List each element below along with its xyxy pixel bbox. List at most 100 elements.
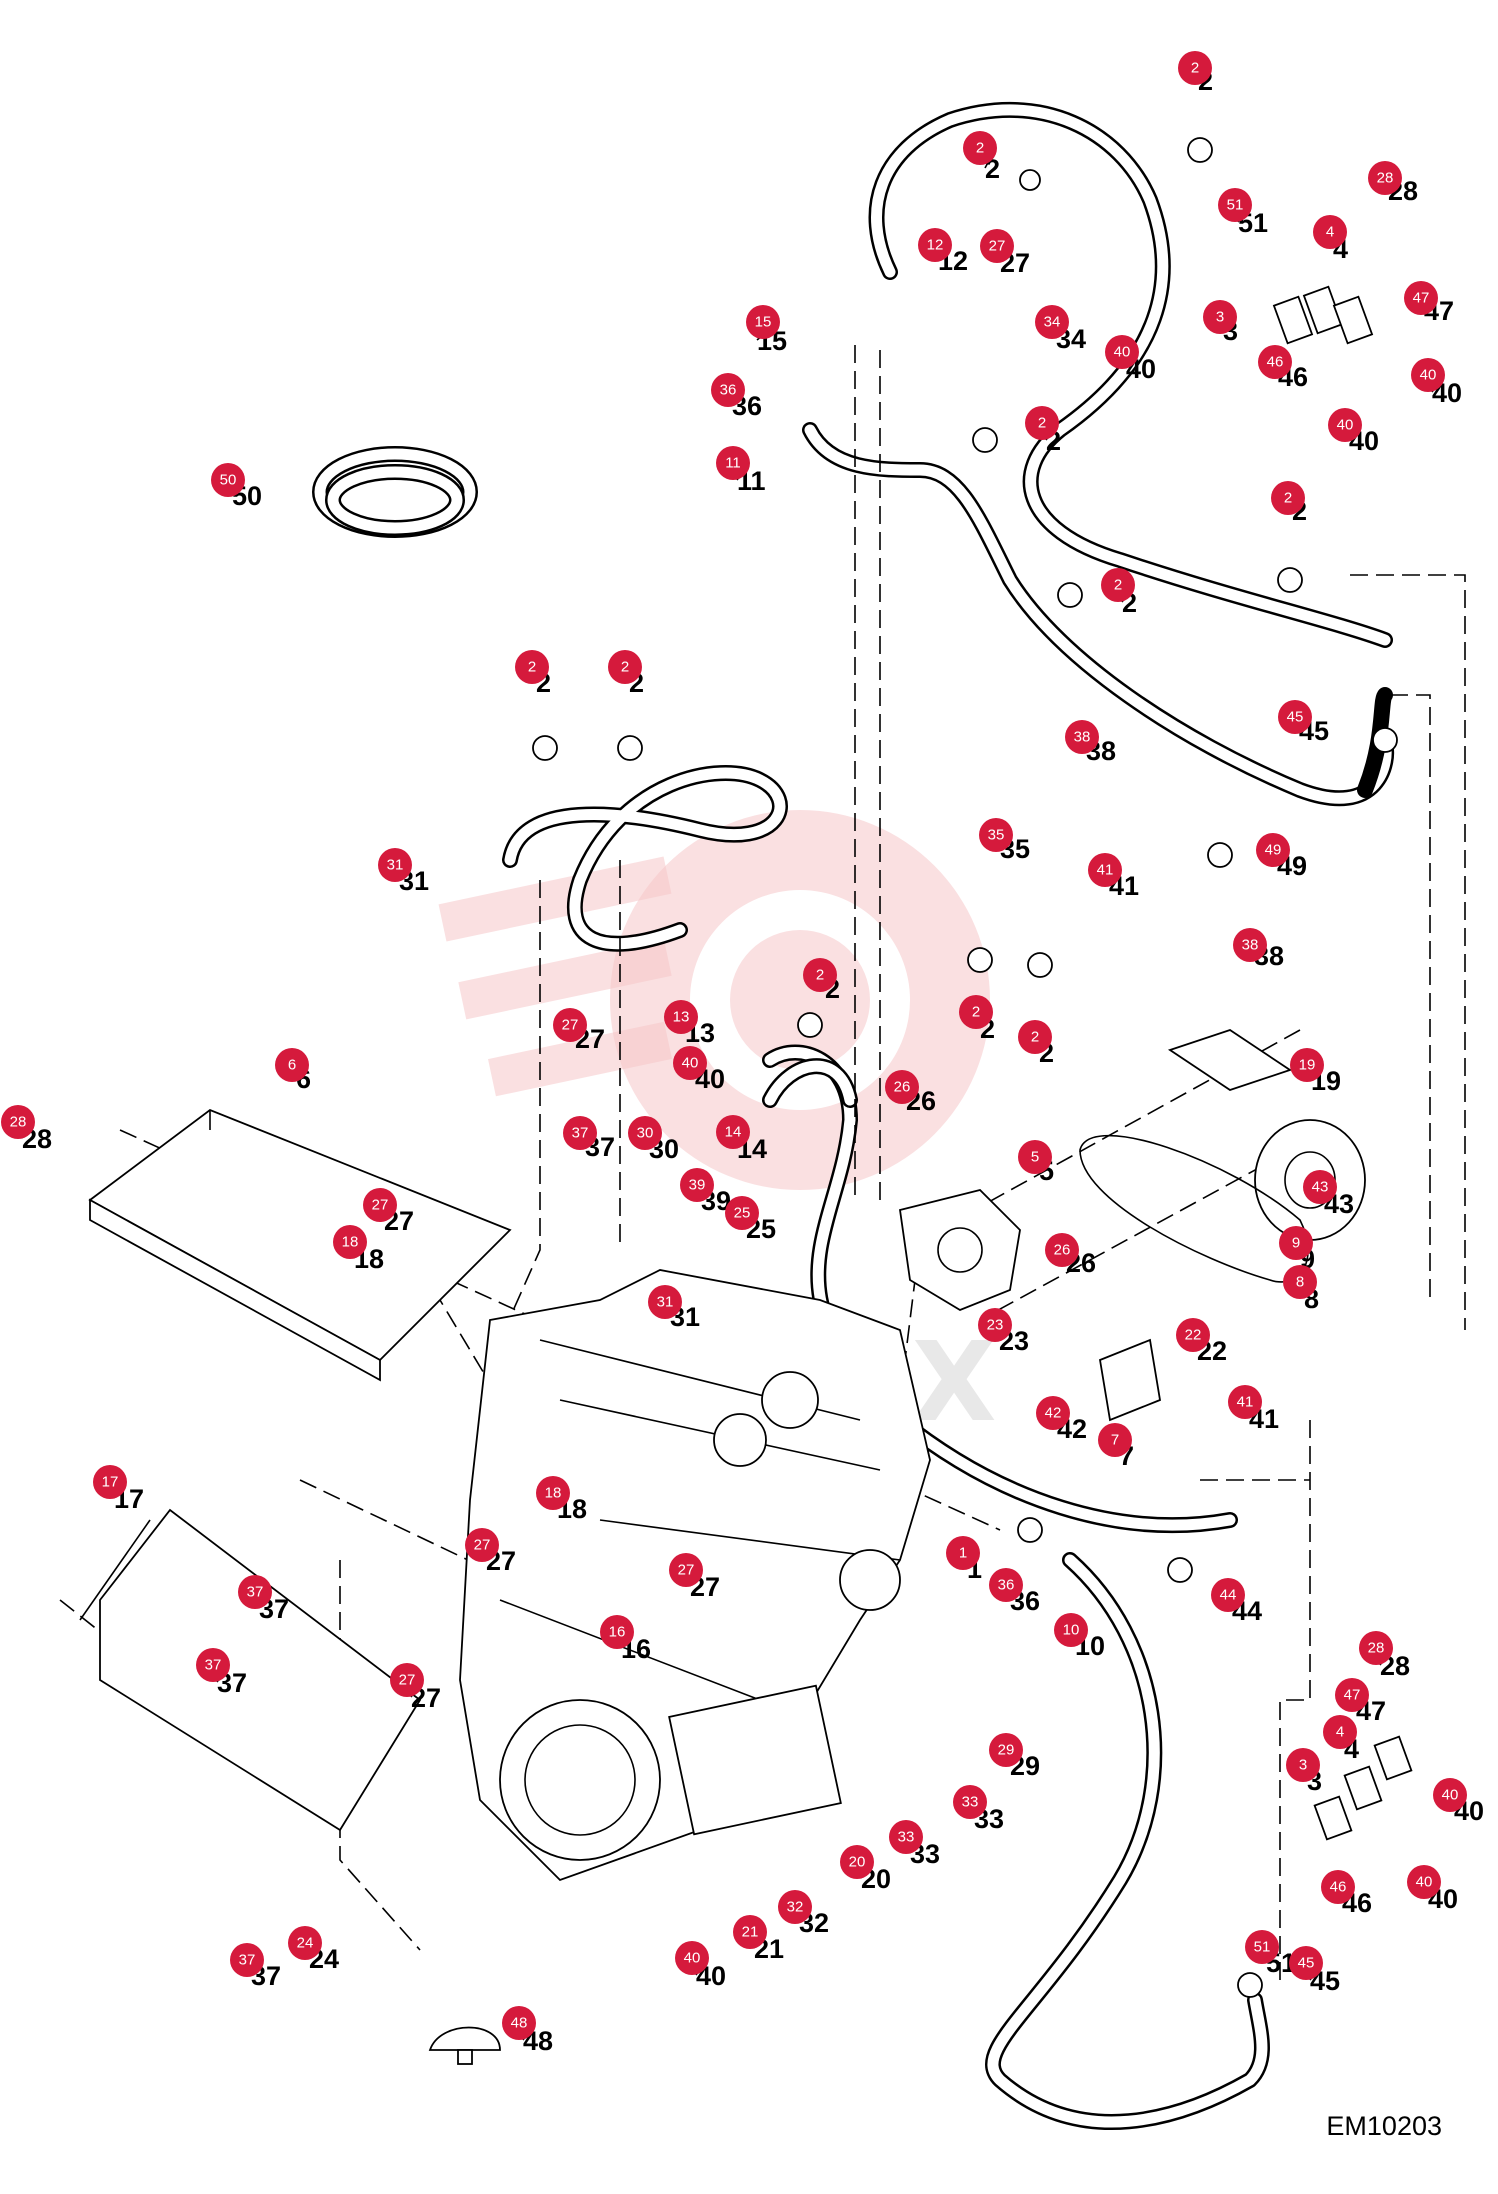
callout-badge <box>840 1845 874 1879</box>
callout-badge-number: 2 <box>1031 1029 1039 1046</box>
callout-badge <box>1286 1748 1320 1782</box>
callout-badge <box>1359 1631 1393 1665</box>
callout-badge-number: 15 <box>755 314 772 331</box>
callout-2: 22 <box>515 650 551 698</box>
callout-badge <box>963 131 997 165</box>
callout-badge <box>1335 1678 1369 1712</box>
callout-badge-number: 27 <box>562 1017 579 1034</box>
callout-badge <box>536 1476 570 1510</box>
callout-badge-number: 47 <box>1344 1687 1361 1704</box>
callout-badge <box>288 1926 322 1960</box>
callout-badge-number: 51 <box>1254 1939 1271 1956</box>
callout-badge-number: 34 <box>1044 314 1061 331</box>
callout-badge <box>1278 700 1312 734</box>
callout-2: 22 <box>959 995 995 1044</box>
callout-badge <box>1433 1778 1467 1812</box>
callout-badge-number: 24 <box>297 1935 314 1952</box>
callout-badge-number: 33 <box>962 1794 979 1811</box>
callout-3: 33 <box>1203 300 1238 346</box>
callout-badge-number: 25 <box>734 1205 751 1222</box>
callout-badge <box>1407 1865 1441 1899</box>
callout-badge <box>1 1105 35 1139</box>
callout-badge <box>390 1663 424 1697</box>
callout-badge <box>600 1615 634 1649</box>
callout-badge-number: 2 <box>1284 490 1292 507</box>
callout-badge-number: 2 <box>1114 577 1122 594</box>
callout-badge-number: 26 <box>894 1079 911 1096</box>
callout-badge-number: 13 <box>673 1009 690 1026</box>
callout-badge-number: 40 <box>1416 1874 1433 1891</box>
callout-badge-number: 14 <box>725 1124 742 1141</box>
callout-badge <box>1101 568 1135 602</box>
callout-badge-number: 32 <box>787 1899 804 1916</box>
callout-badge <box>502 2006 536 2040</box>
callout-badge-number: 46 <box>1267 354 1284 371</box>
callout-badge-number: 37 <box>572 1125 589 1142</box>
callout-badge <box>885 1070 919 1104</box>
callout-badge <box>1328 408 1362 442</box>
callout-badge <box>979 818 1013 852</box>
callout-2: 22 <box>608 650 644 698</box>
callout-badge <box>680 1168 714 1202</box>
callout-badge-number: 44 <box>1220 1587 1237 1604</box>
callout-badge <box>1203 300 1237 334</box>
callout-badge <box>230 1943 264 1977</box>
callout-badge <box>959 995 993 1029</box>
callout-badge-number: 40 <box>1114 344 1131 361</box>
callout-badge-number: 40 <box>1420 367 1437 384</box>
callout-badge <box>465 1528 499 1562</box>
callout-layer: 2222282851514412122727474715153334344040… <box>1 51 1484 2056</box>
callout-badge <box>1176 1318 1210 1352</box>
callout-badge-number: 51 <box>1227 197 1244 214</box>
callout-badge <box>1313 215 1347 249</box>
callout-badge-number: 49 <box>1265 842 1282 859</box>
callout-badge-number: 20 <box>849 1854 866 1871</box>
callout-badge <box>238 1575 272 1609</box>
callout-badge-number: 45 <box>1287 709 1304 726</box>
callout-badge-number: 40 <box>1337 417 1354 434</box>
callout-badge-number: 43 <box>1312 1179 1329 1196</box>
callout-5: 55 <box>1018 1140 1054 1186</box>
callout-badge <box>1283 1265 1317 1299</box>
callout-badge <box>669 1553 703 1587</box>
callout-badge <box>1303 1170 1337 1204</box>
callout-badge <box>1035 305 1069 339</box>
callout-badge <box>889 1820 923 1854</box>
callout-badge-number: 6 <box>288 1057 296 1074</box>
callout-4: 44 <box>1313 215 1348 264</box>
callout-badge <box>918 228 952 262</box>
callout-badge <box>1178 51 1212 85</box>
callout-badge-number: 36 <box>998 1577 1015 1594</box>
callout-badge-number: 48 <box>511 2015 528 2032</box>
callout-badge-number: 1 <box>959 1545 967 1562</box>
callout-badge <box>515 650 549 684</box>
